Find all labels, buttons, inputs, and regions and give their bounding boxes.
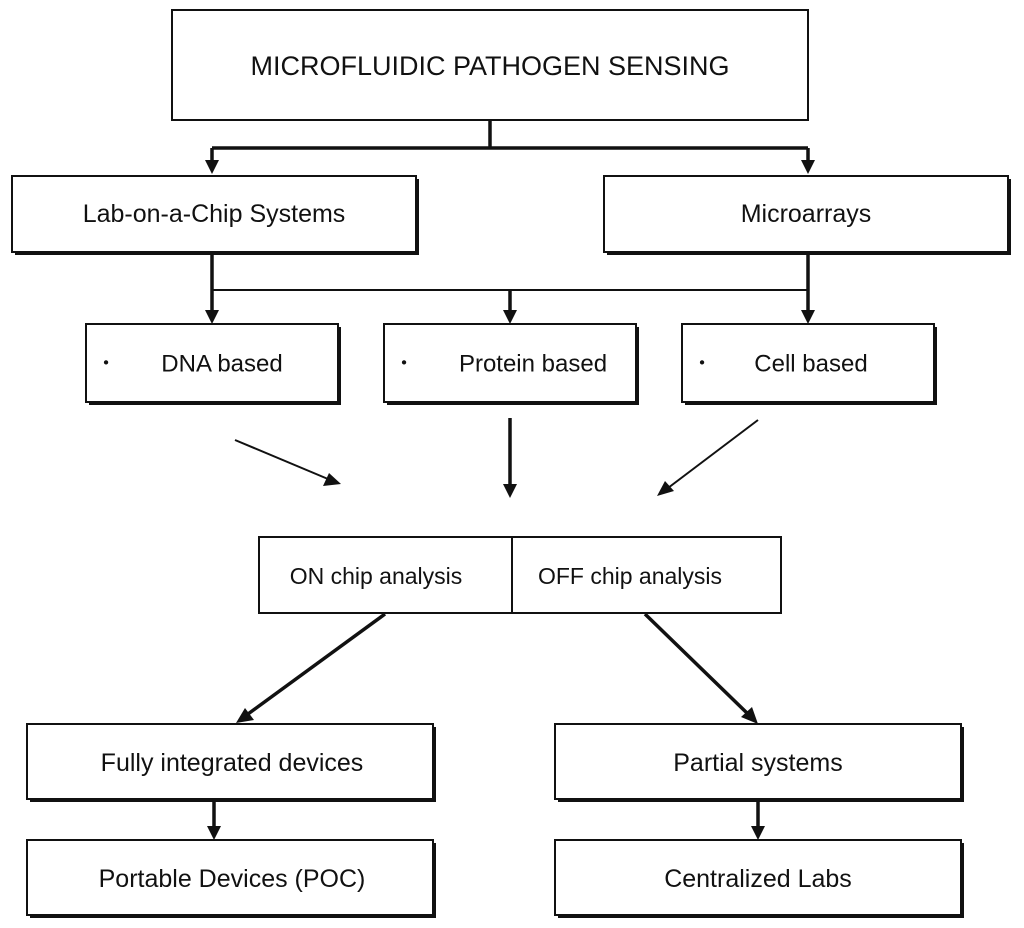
bullet-icon: •: [699, 355, 705, 372]
node-partial-label: Partial systems: [673, 749, 842, 777]
node-lab-on-chip-label: Lab-on-a-Chip Systems: [83, 200, 346, 228]
node-fully-integrated-label: Fully integrated devices: [101, 749, 364, 777]
bullet-icon: •: [401, 355, 407, 372]
arrowhead-cell-analysis: [657, 481, 674, 496]
node-centralized: Centralized Labs: [554, 839, 964, 918]
node-cell: • Cell based: [681, 323, 937, 405]
edge-cell-to-analysis: [667, 419, 759, 489]
node-lab-on-chip: Lab-on-a-Chip Systems: [11, 175, 419, 255]
node-root: MICROFLUIDIC PATHOGEN SENSING: [171, 9, 809, 121]
arrowhead-protein: [503, 310, 517, 324]
arrowhead-fully: [236, 708, 254, 723]
node-portable-label: Portable Devices (POC): [99, 865, 366, 893]
node-on-chip-label: ON chip analysis: [290, 563, 463, 589]
node-off-chip: OFF chip analysis: [511, 536, 782, 614]
edge-on-chip-to-fully: [246, 612, 387, 716]
arrowhead-lab-on-chip: [205, 160, 219, 174]
node-portable: Portable Devices (POC): [26, 839, 436, 918]
arrowhead-centralized: [751, 826, 765, 840]
arrowhead-microarrays: [801, 160, 815, 174]
node-centralized-label: Centralized Labs: [664, 865, 852, 893]
bullet-icon: •: [103, 355, 109, 372]
node-dna: • DNA based: [85, 323, 341, 405]
node-microarrays: Microarrays: [603, 175, 1011, 255]
node-off-chip-label: OFF chip analysis: [538, 563, 722, 589]
arrowhead-cell: [801, 310, 815, 324]
arrowhead-protein-analysis: [503, 484, 517, 498]
edge-off-chip-to-partial: [643, 612, 750, 716]
node-protein-label: Protein based: [459, 351, 607, 378]
node-root-label: MICROFLUIDIC PATHOGEN SENSING: [250, 51, 729, 81]
node-on-chip: ON chip analysis: [258, 536, 513, 614]
arrowhead-dna: [205, 310, 219, 324]
edge-dna-to-analysis: [234, 439, 329, 480]
node-microarrays-label: Microarrays: [741, 200, 872, 228]
node-partial: Partial systems: [554, 723, 964, 802]
node-protein: • Protein based: [383, 323, 639, 405]
node-fully-integrated: Fully integrated devices: [26, 723, 436, 802]
arrowhead-partial: [741, 707, 758, 724]
node-dna-label: DNA based: [161, 351, 282, 378]
arrowhead-portable: [207, 826, 221, 840]
connectors: [205, 120, 815, 840]
arrowhead-dna-analysis: [323, 473, 341, 486]
node-cell-label: Cell based: [754, 351, 867, 378]
